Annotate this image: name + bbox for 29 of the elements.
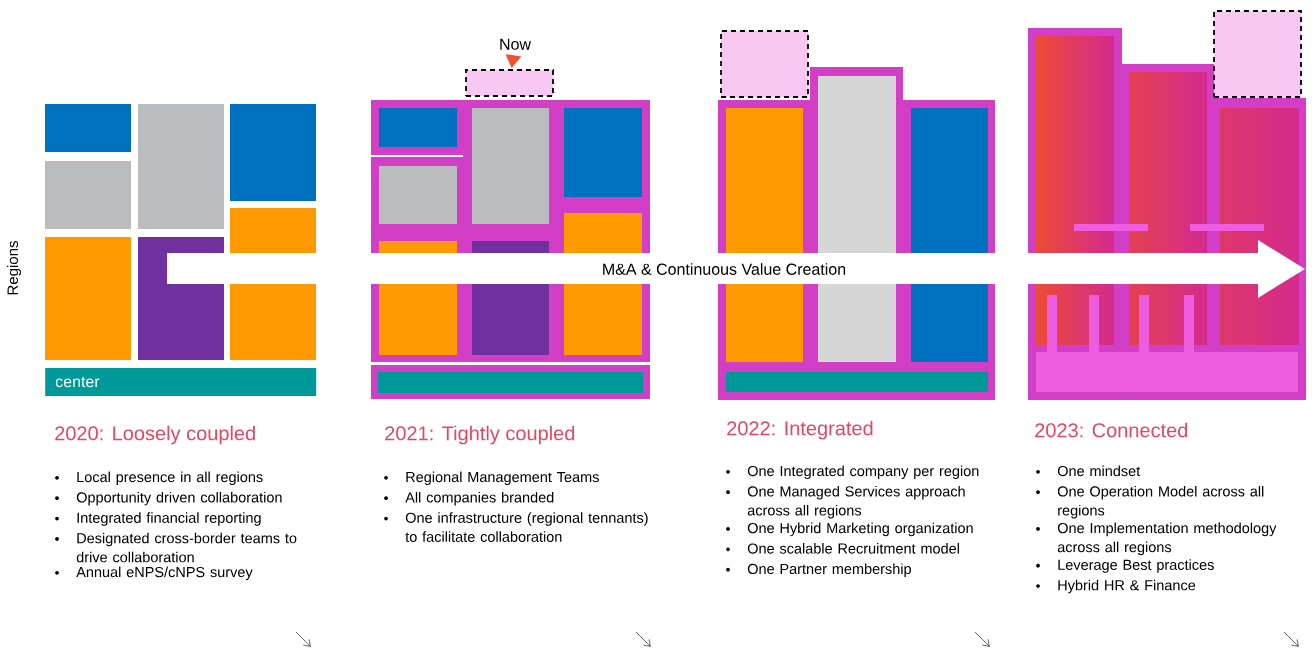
dashed-box: [720, 30, 809, 98]
bullet-item: One scalable Recruitment model: [726, 543, 959, 554]
bullet-item: Designated cross-border teams to drive collaboration: [55, 532, 297, 563]
bullet-item: One Hybrid Marketing organization: [726, 522, 973, 537]
bullet-item: Opportunity driven collaboration: [55, 491, 282, 506]
bullet-item: One infrastructure (regional tennants) to facilitate collaboration: [384, 512, 648, 542]
bullet-item: Regional Management Teams: [384, 471, 599, 485]
arrow: [505, 50, 522, 69]
bullet-item: One Operation Model across all regions: [1036, 485, 1264, 519]
heading: 2021: Tightly coupled: [385, 425, 575, 445]
bullet-item: Integrated financial reporting: [55, 512, 261, 526]
axis-label: Regions: [7, 241, 21, 295]
bullet-item: All companies branded: [384, 491, 554, 506]
bullet-item: Hybrid HR & Finance: [1036, 579, 1196, 594]
bullet-item: One Integrated company per region: [726, 465, 979, 479]
heading: 2020: Loosely coupled: [55, 425, 255, 445]
bullet-item: One mindset: [1036, 465, 1141, 477]
dashed-box: [465, 69, 554, 97]
heading: 2023: Connected: [1035, 422, 1188, 438]
bullet-item: One Managed Services approach across all regions: [726, 485, 965, 519]
center-bar: center: [45, 368, 317, 396]
now-label: Now: [500, 38, 532, 50]
bullet-item: Leverage Best practices: [1036, 559, 1214, 573]
heading: 2022: Integrated: [727, 420, 873, 440]
bullet-item: One Partner membership: [726, 563, 911, 577]
dashed-box: [1213, 10, 1302, 98]
bullet-item: Local presence in all regions: [55, 471, 263, 485]
bullet-item: Annual eNPS/cNPS survey: [55, 566, 253, 581]
bullet-item: One Implementation methodology across all regions: [1036, 522, 1277, 556]
